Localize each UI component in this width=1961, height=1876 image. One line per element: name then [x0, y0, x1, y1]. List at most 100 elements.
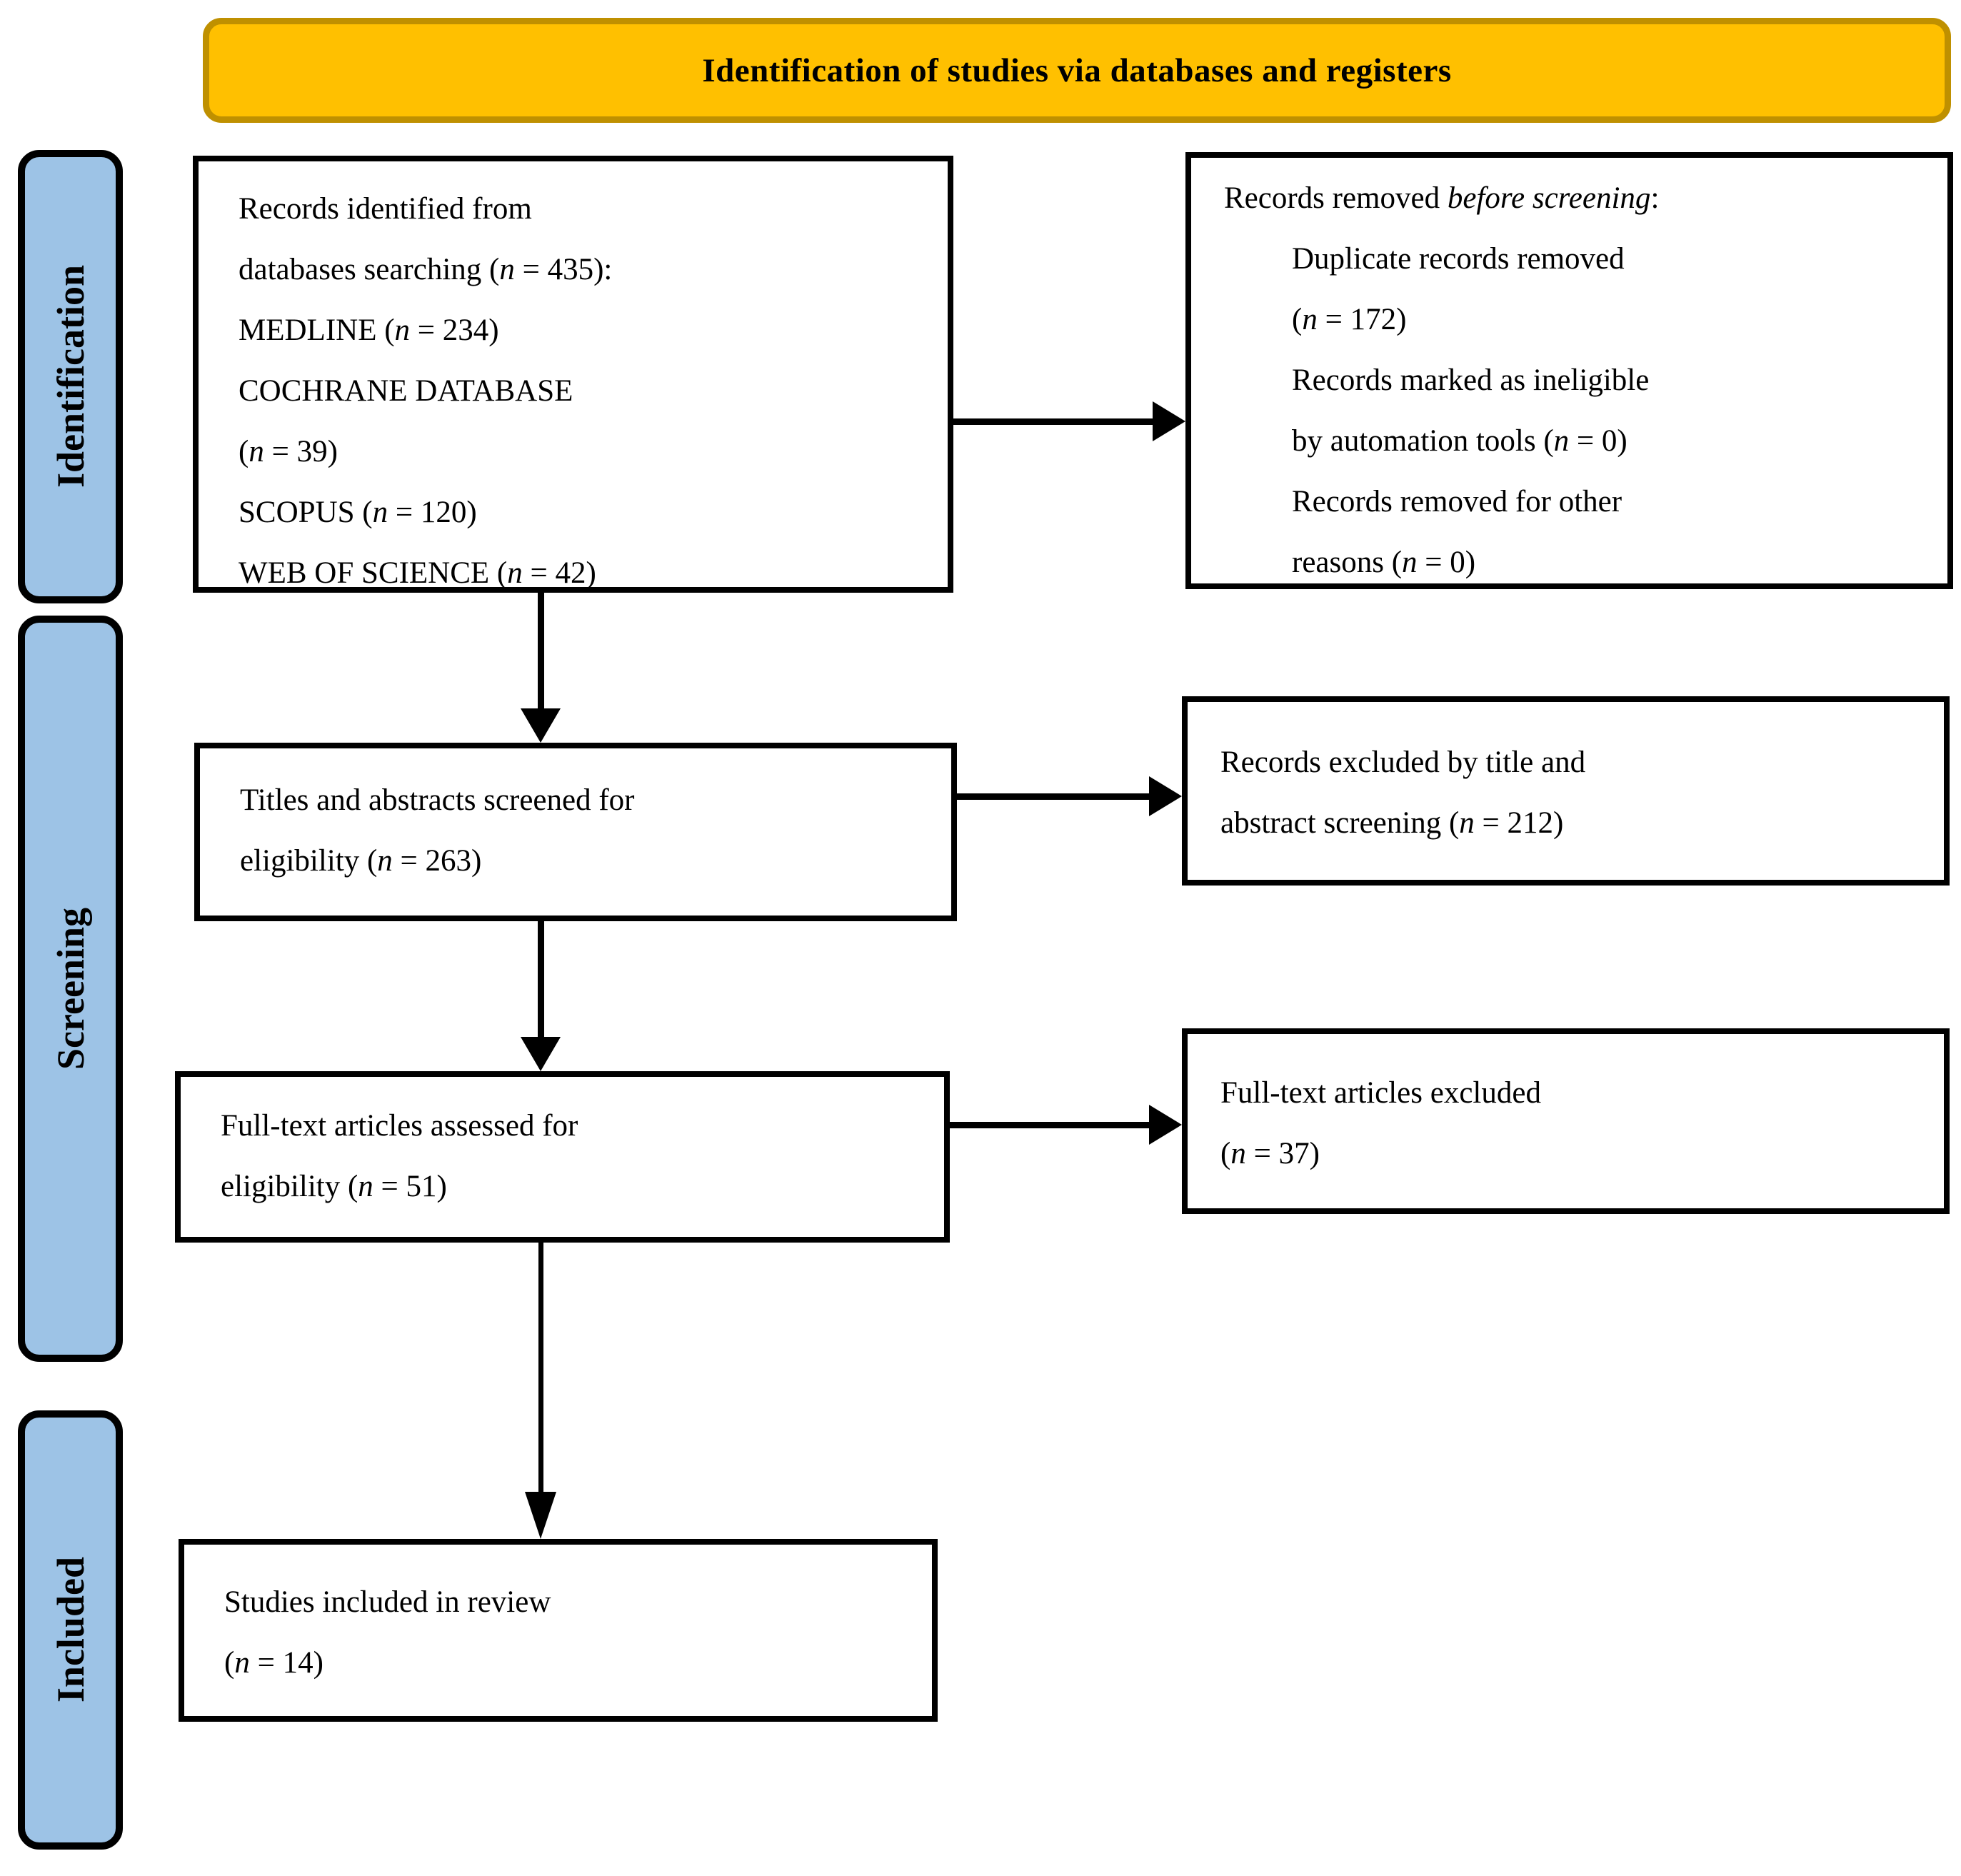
text-segment: Records marked as ineligible [1292, 363, 1650, 397]
stage-screening-label: Screening [49, 908, 92, 1070]
text-segment: abstract screening ( [1220, 806, 1460, 840]
text-segment: = 51) [373, 1170, 447, 1203]
text-line: eligibility (n = 263) [240, 831, 937, 891]
italic-text-segment: n [377, 844, 393, 878]
text-line: SCOPUS (n = 120) [239, 482, 933, 543]
text-line: abstract screening (n = 212) [1220, 793, 1937, 853]
italic-text-segment: n [1230, 1137, 1246, 1170]
arrow-line [538, 593, 544, 711]
text-segment: = 120) [388, 496, 477, 529]
italic-text-segment: n [499, 253, 515, 286]
stage-included-label: Included [49, 1557, 92, 1703]
text-segment: ( [224, 1646, 235, 1680]
text-line: Full-text articles excluded [1220, 1063, 1937, 1123]
text-line: (n = 37) [1220, 1123, 1937, 1184]
text-line: Full-text articles assessed for [221, 1095, 930, 1156]
arrow-head-icon [521, 708, 561, 743]
italic-text-segment: n [372, 496, 388, 529]
text-segment: = 14) [249, 1646, 324, 1680]
text-line: (n = 39) [239, 421, 933, 482]
text-segment: Full-text articles assessed for [221, 1109, 578, 1143]
text-segment: reasons ( [1292, 546, 1403, 579]
arrow-line [950, 1122, 1152, 1128]
text-segment: : [1650, 181, 1660, 215]
text-segment: Duplicate records removed [1292, 242, 1625, 276]
italic-text-segment: n [1459, 806, 1475, 840]
text-segment: = 0) [1569, 424, 1628, 458]
text-segment: databases searching ( [239, 253, 500, 286]
banner-title: Identification of studies via databases … [702, 51, 1452, 89]
text-line: WEB OF SCIENCE (n = 42) [239, 543, 933, 603]
arrow-head-icon [1153, 401, 1185, 441]
italic-text-segment: n [1553, 424, 1570, 458]
text-line: Records removed before screening: [1224, 168, 1940, 229]
text-line: databases searching (n = 435): [239, 239, 933, 300]
text-line: COCHRANE DATABASE [239, 361, 933, 421]
box-studies-included: Studies included in review (n = 14) [179, 1539, 938, 1722]
text-line: Titles and abstracts screened for [240, 770, 937, 831]
text-segment: eligibility ( [240, 844, 378, 878]
text-segment: = 39) [264, 435, 338, 468]
italic-text-segment: n [394, 313, 411, 347]
text-segment: COCHRANE DATABASE [239, 374, 573, 408]
box-titles-screened: Titles and abstracts screened for eligibi… [194, 743, 957, 921]
text-line: reasons (n = 0) [1224, 532, 1940, 593]
text-segment: = 263) [392, 844, 482, 878]
italic-text-segment: n [358, 1170, 373, 1203]
text-segment: = 37) [1245, 1137, 1320, 1170]
arrow-head-icon [521, 1037, 561, 1071]
box-records-identified: Records identified from databases searchi… [193, 156, 953, 593]
text-segment: Full-text articles excluded [1220, 1076, 1541, 1110]
stage-identification: Identification [18, 150, 123, 603]
box-fulltext-assessed: Full-text articles assessed for eligibili… [175, 1071, 950, 1243]
text-line: Records marked as ineligible [1224, 350, 1940, 411]
arrow-head-icon [1149, 776, 1182, 816]
text-line: eligibility (n = 51) [221, 1156, 930, 1217]
text-segment: MEDLINE ( [239, 313, 395, 347]
text-segment: ( [1292, 303, 1303, 336]
text-segment: ( [1220, 1137, 1231, 1170]
text-segment: Records removed [1224, 181, 1448, 215]
text-segment: Studies included in review [224, 1585, 551, 1619]
text-segment: = 42) [522, 556, 596, 590]
italic-text-segment: n [507, 556, 523, 590]
arrow-line [953, 418, 1155, 425]
stage-screening: Screening [18, 616, 123, 1362]
italic-text-segment: n [234, 1646, 250, 1680]
text-line: by automation tools (n = 0) [1224, 411, 1940, 471]
italic-text-segment: n [249, 435, 264, 468]
stage-included: Included [18, 1410, 123, 1850]
text-segment: Records removed for other [1292, 485, 1623, 518]
text-line: (n = 14) [224, 1632, 918, 1693]
arrow-line [957, 793, 1152, 800]
italic-text-segment: before screening [1447, 181, 1651, 215]
text-segment: = 212) [1474, 806, 1564, 840]
text-segment: Records identified from [239, 192, 532, 226]
stage-identification-label: Identification [49, 265, 92, 488]
text-segment: Titles and abstracts screened for [240, 783, 635, 817]
text-line: MEDLINE (n = 234) [239, 300, 933, 361]
text-line: (n = 172) [1224, 289, 1940, 350]
text-line: Records excluded by title and [1220, 732, 1937, 793]
arrow-line [538, 1243, 543, 1495]
text-segment: = 234) [410, 313, 499, 347]
arrow-head-icon [525, 1492, 556, 1539]
text-segment: = 435): [514, 253, 613, 286]
arrow-line [538, 921, 544, 1040]
banner: Identification of studies via databases … [203, 18, 1951, 123]
text-line: Records identified from [239, 179, 933, 239]
text-line: Records removed for other [1224, 471, 1940, 532]
box-fulltext-excluded: Full-text articles excluded (n = 37) [1182, 1028, 1950, 1214]
text-line: Studies included in review [224, 1572, 918, 1632]
text-segment: SCOPUS ( [239, 496, 373, 529]
italic-text-segment: n [1402, 546, 1418, 579]
arrow-head-icon [1149, 1105, 1182, 1145]
text-segment: eligibility ( [221, 1170, 358, 1203]
italic-text-segment: n [1302, 303, 1318, 336]
text-segment: WEB OF SCIENCE ( [239, 556, 508, 590]
text-segment: ( [239, 435, 249, 468]
text-segment: by automation tools ( [1292, 424, 1554, 458]
text-line: Duplicate records removed [1224, 229, 1940, 289]
